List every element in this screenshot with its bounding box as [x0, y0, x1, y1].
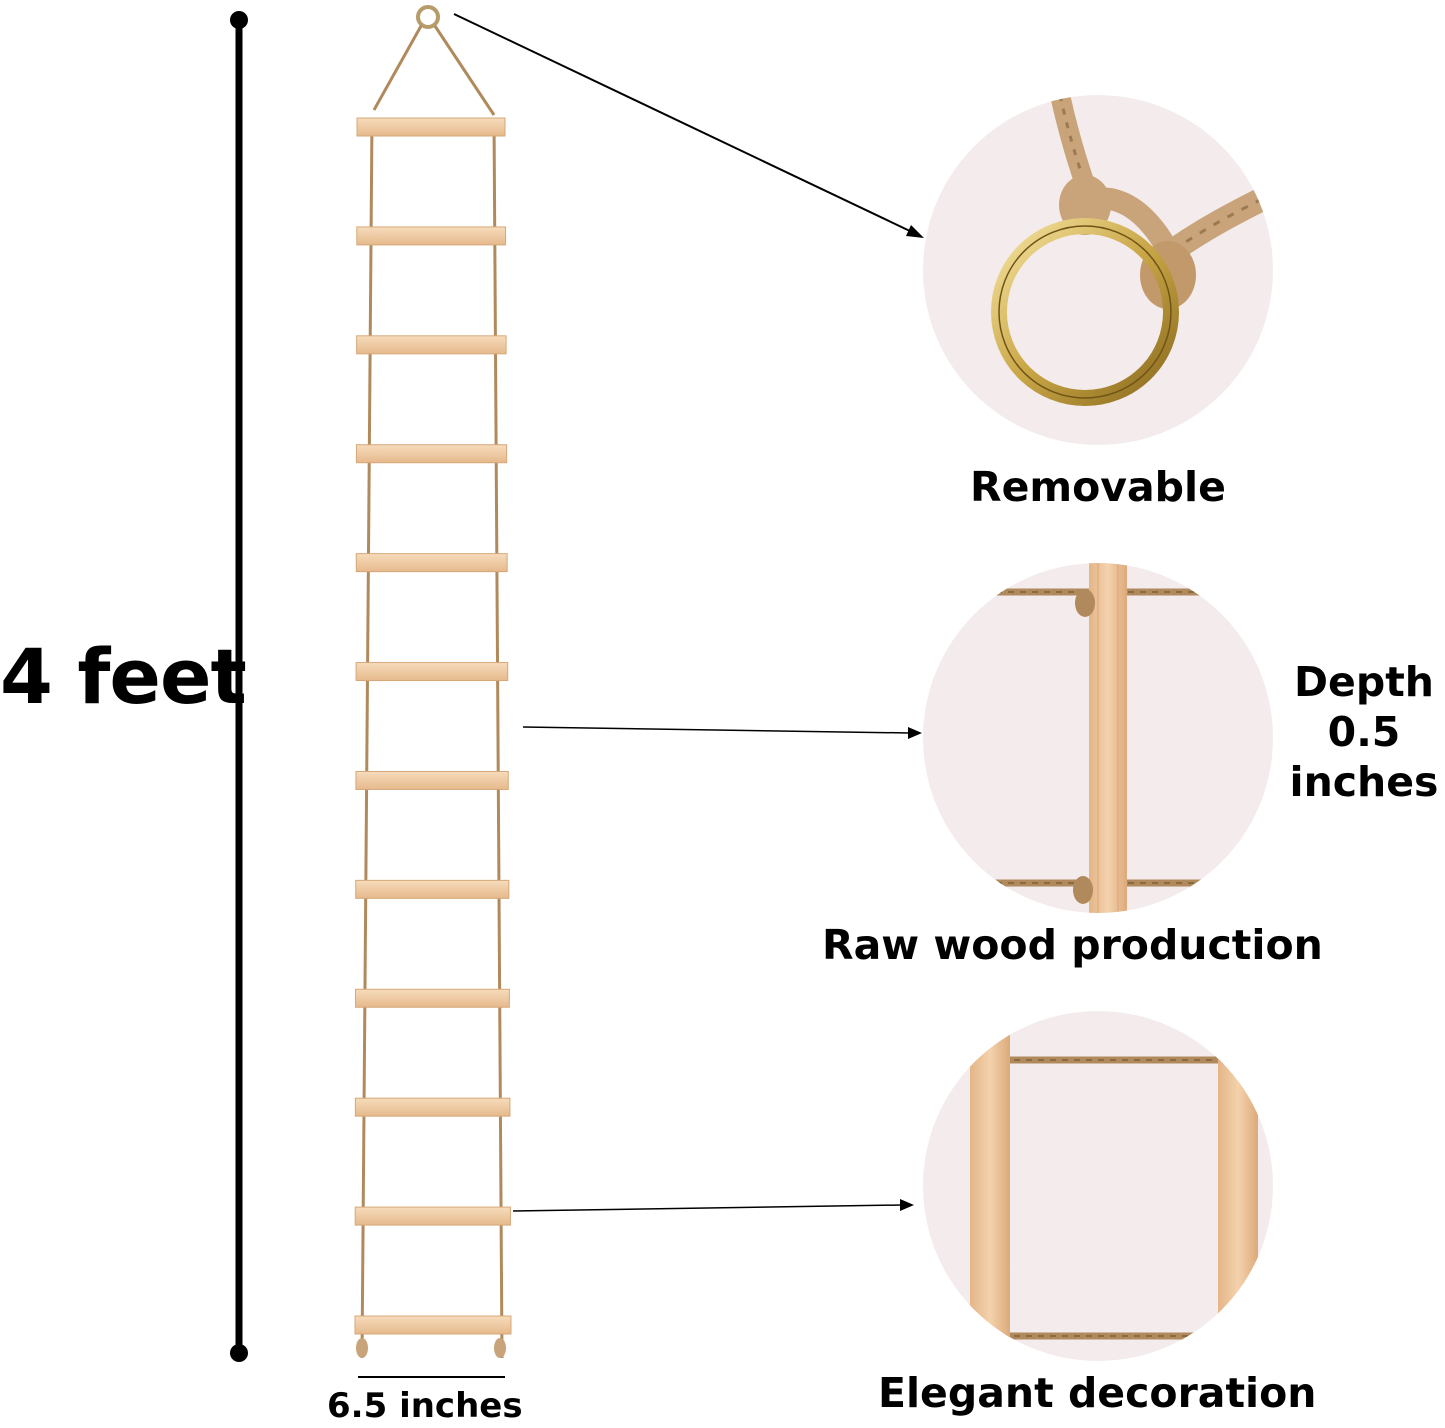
rope-knot: [356, 1338, 368, 1358]
callout-arrows: [453, 13, 924, 1212]
ladder-rung: [355, 879, 510, 899]
ladder-rung: [355, 553, 508, 573]
feature-label-removable: Removable: [970, 463, 1226, 511]
ladder-rung: [356, 117, 506, 137]
left-rope: [360, 117, 374, 1359]
depth-label-line2: 0.5: [1327, 708, 1401, 756]
height-label: 4 feet: [0, 632, 247, 721]
ladder-rung: [355, 988, 510, 1008]
rung-closeup-icon: [923, 563, 1273, 913]
ladder-rung: [354, 1097, 511, 1117]
rope-knot: [494, 1338, 506, 1358]
frame-closeup-icon: [923, 1011, 1273, 1361]
right-rope: [492, 117, 504, 1359]
ring-closeup-icon: [923, 95, 1273, 445]
height-dimension-line: [230, 11, 248, 1362]
ladder-rung: [354, 1315, 512, 1335]
feature-label-raw-wood: Raw wood production: [822, 921, 1323, 969]
depth-label: Depth 0.5 inches: [1280, 657, 1445, 807]
ladder-rung: [355, 770, 509, 790]
ladder-rung: [356, 226, 507, 246]
ladder-rung: [355, 662, 509, 682]
hanging-ring-icon: [416, 5, 440, 29]
ladder-rung: [355, 444, 508, 464]
ladder-rung: [356, 335, 507, 355]
depth-label-line3: inches: [1289, 758, 1439, 806]
depth-label-line1: Depth: [1294, 658, 1434, 706]
ladder-rung: [354, 1206, 511, 1226]
rope-ladder: [354, 5, 512, 1359]
feature-label-elegant: Elegant decoration: [878, 1369, 1317, 1417]
width-label: 6.5 inches: [327, 1386, 523, 1426]
